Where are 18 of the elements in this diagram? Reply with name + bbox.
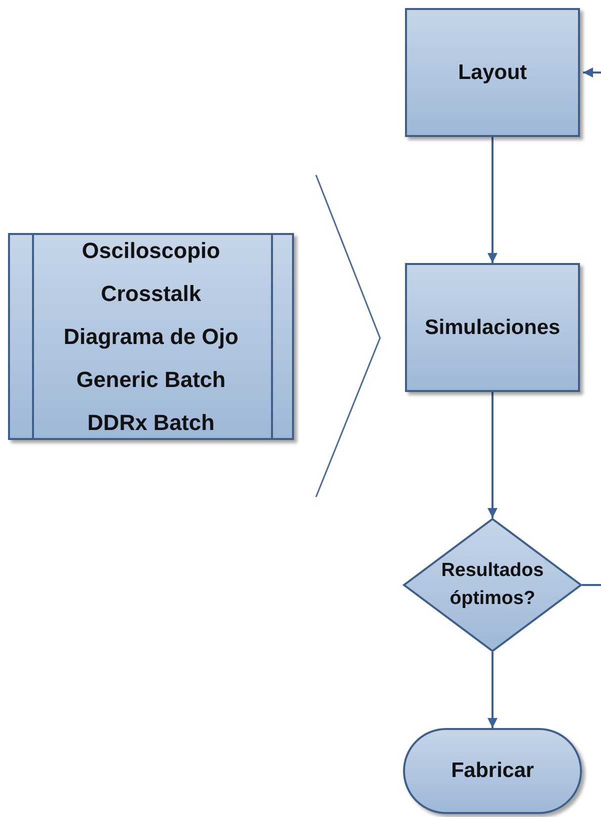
arrow — [488, 137, 498, 263]
list-item: Osciloscopio — [82, 237, 220, 265]
arrow — [488, 392, 498, 518]
node-label: Layout — [458, 60, 527, 84]
connector-line — [582, 584, 601, 586]
terminator-box — [403, 728, 582, 814]
node-label: Simulaciones — [424, 316, 560, 340]
list-item: Generic Batch — [76, 366, 226, 394]
predefined-process-box — [8, 233, 294, 440]
node-label: Fabricar — [451, 759, 534, 783]
list-item: Diagrama de Ojo — [64, 323, 238, 351]
list-item: Crosstalk — [100, 280, 202, 308]
arrow — [488, 652, 498, 728]
process-box — [405, 8, 580, 137]
process-box — [405, 263, 580, 392]
node-label: Resultados óptimos? — [440, 558, 545, 611]
list-item: DDRx Batch — [87, 409, 215, 437]
arrow — [583, 68, 601, 78]
